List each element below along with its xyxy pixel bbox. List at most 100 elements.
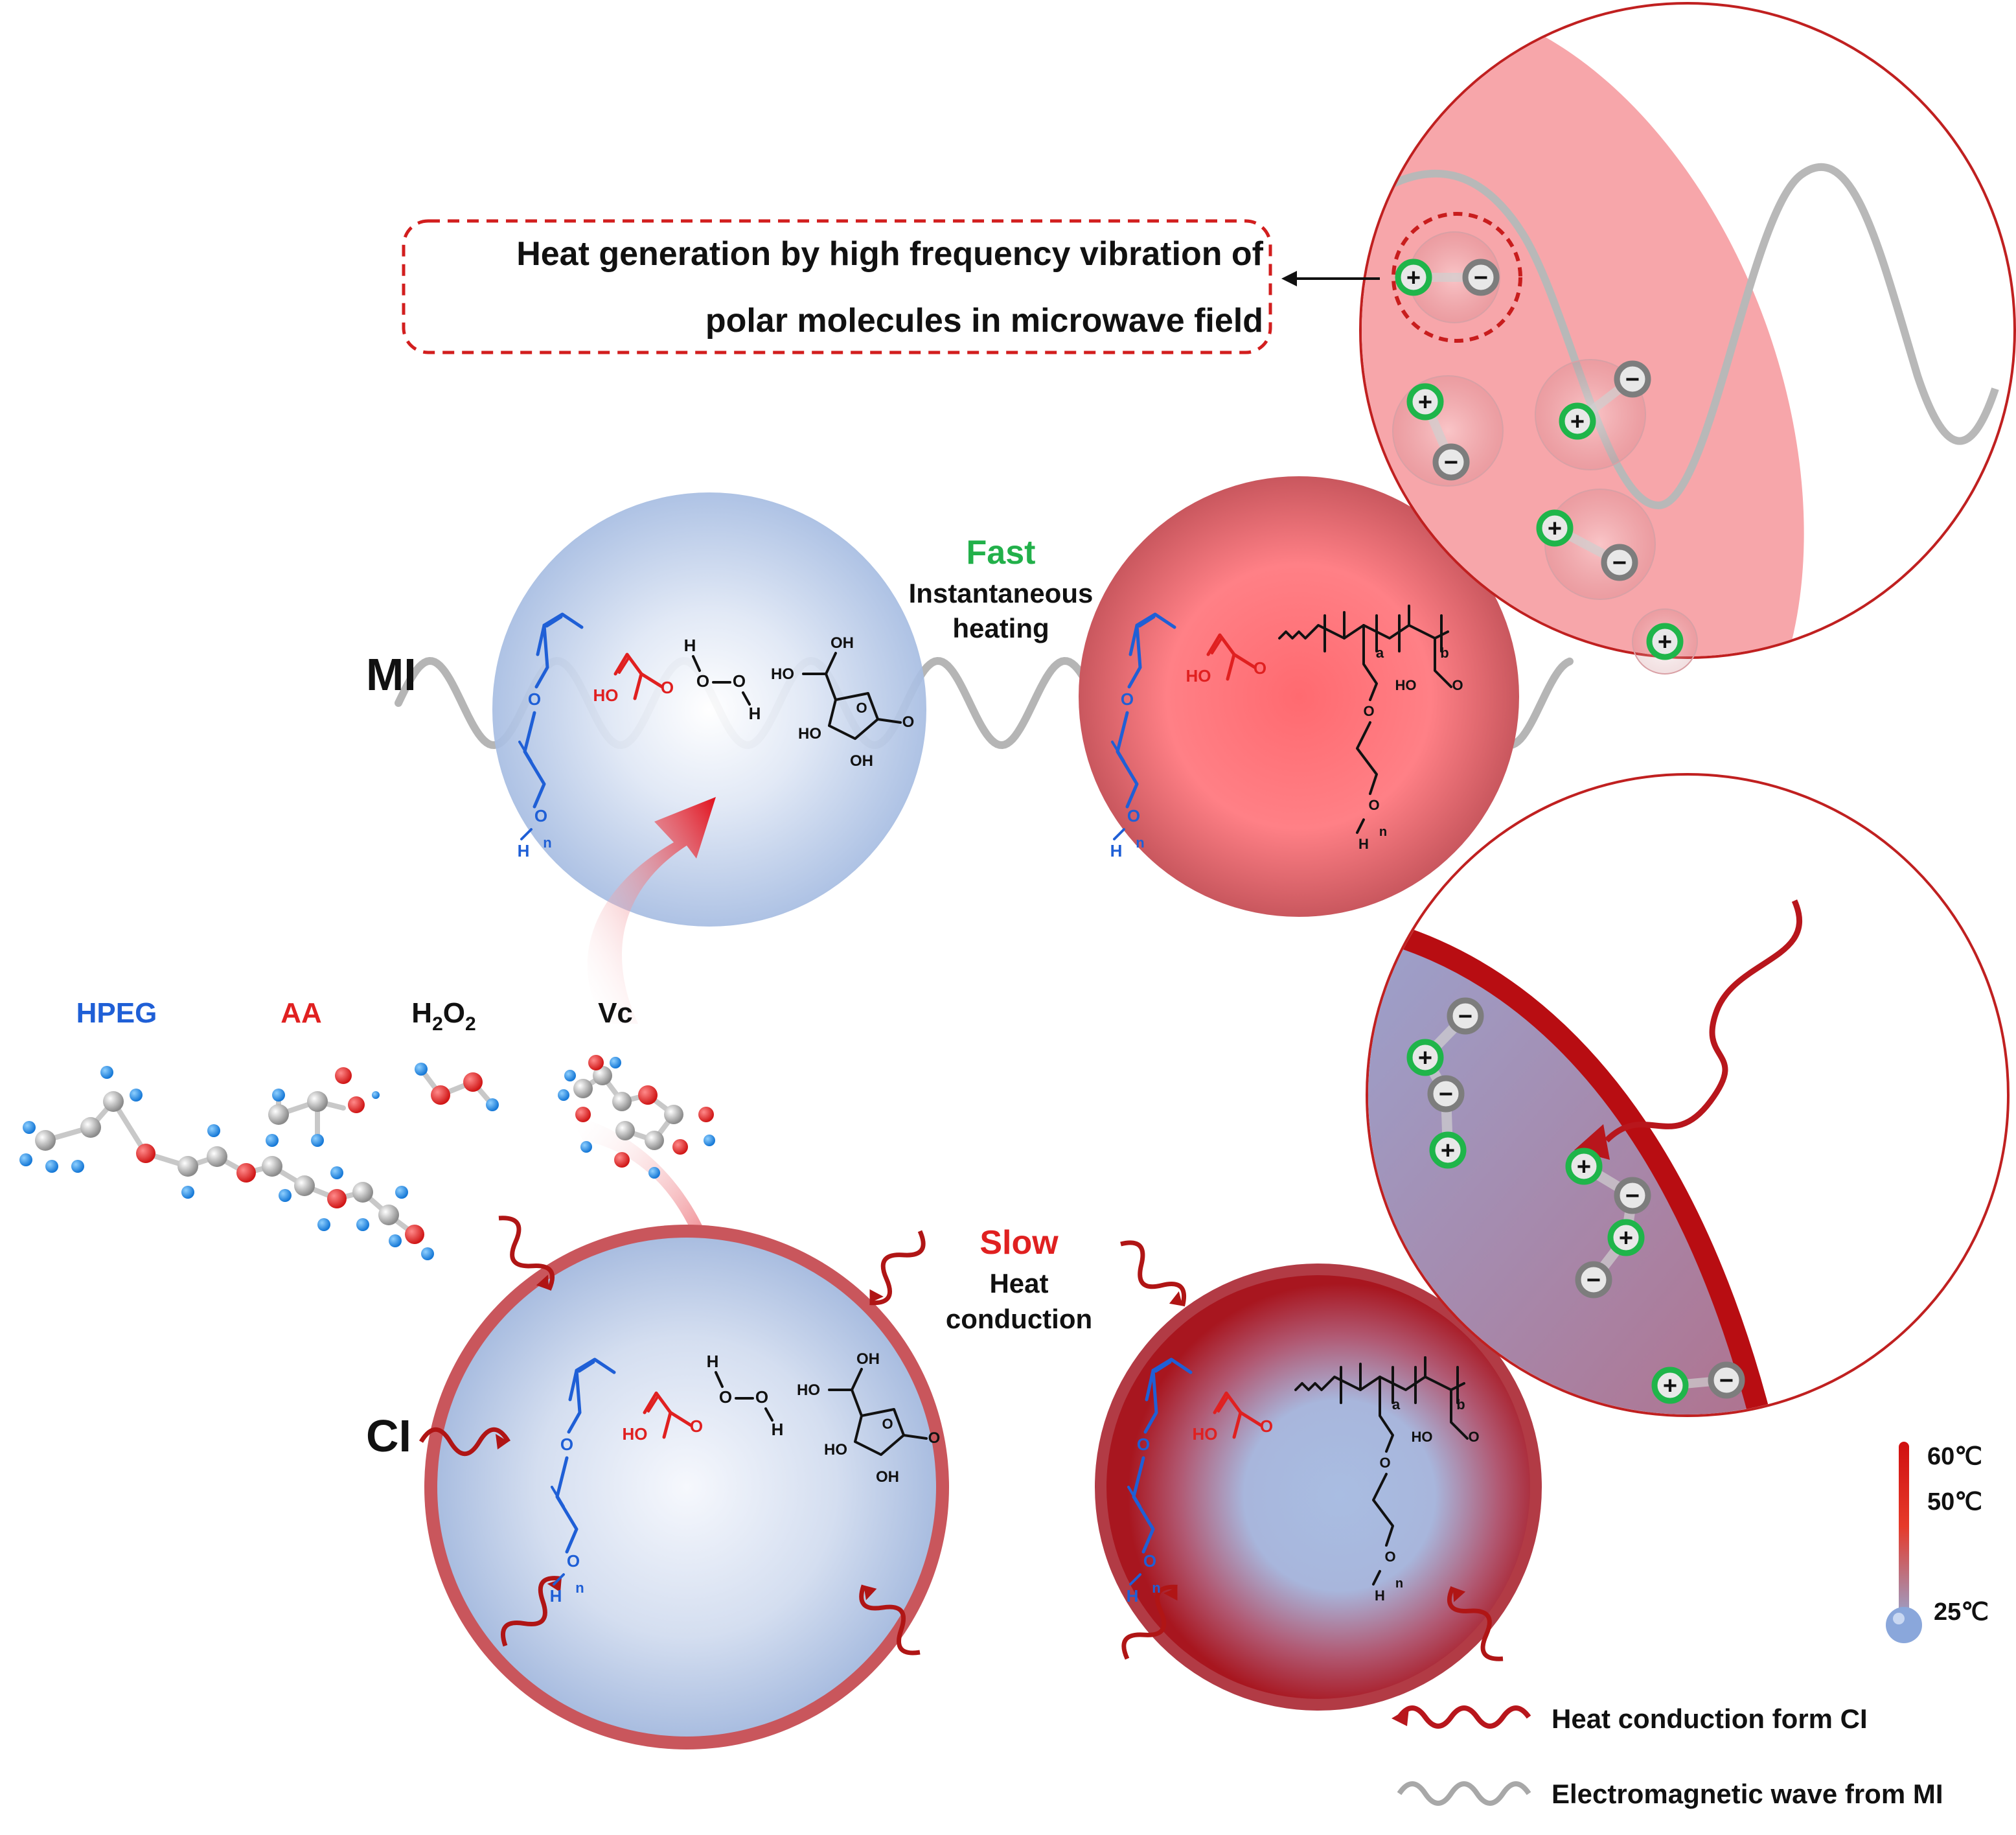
callout-text-line-2: polar molecules in microwave field bbox=[705, 302, 1263, 340]
h2o2-hydrogen-atom bbox=[415, 1063, 428, 1076]
heat-wave-body bbox=[1447, 1586, 1504, 1661]
vc-hydrogen-atom bbox=[648, 1167, 660, 1179]
mi-ion-pair-3-plus: + bbox=[1559, 402, 1596, 440]
heat-wave-head bbox=[536, 1275, 549, 1290]
instantaneous-label: Instantaneous bbox=[909, 578, 1094, 608]
hpeg-atom bbox=[207, 1146, 227, 1167]
hpeg-hydrogen-atom bbox=[330, 1166, 343, 1179]
hpeg-chain-bond bbox=[1116, 711, 1139, 809]
polymer-acid-o: O bbox=[1468, 1429, 1479, 1445]
polymer-ho: HO bbox=[1412, 1429, 1433, 1445]
polymer-h: H bbox=[1358, 836, 1369, 852]
legend-heat-conduction: Heat conduction form CI bbox=[1552, 1703, 1868, 1734]
negative-charge-icon bbox=[1427, 1075, 1465, 1113]
charge-symbol: + bbox=[1418, 389, 1432, 416]
ci-ion-3: − bbox=[1427, 1075, 1465, 1113]
hpeg-backbone-bond bbox=[1128, 612, 1176, 656]
hpeg-atom bbox=[352, 1182, 373, 1203]
aa-bond bbox=[613, 652, 664, 689]
aa-oxygen-atom bbox=[348, 1096, 365, 1113]
hpeg-o2: O bbox=[567, 1551, 580, 1571]
hpeg-n: n bbox=[575, 1580, 584, 1596]
heat-wave-head bbox=[869, 1289, 884, 1303]
positive-charge-icon bbox=[1651, 1367, 1689, 1404]
temp-60: 60℃ bbox=[1927, 1443, 1982, 1470]
polymer-backbone bbox=[1278, 624, 1449, 640]
hpeg-hydrogen-atom bbox=[266, 1134, 279, 1147]
charge-symbol: + bbox=[1548, 515, 1562, 542]
hpeg-hydrogen-atom bbox=[395, 1186, 408, 1199]
hpeg-atom bbox=[80, 1117, 101, 1138]
polymer-side-1 bbox=[1379, 1376, 1394, 1453]
hpeg-hydrogen-atom bbox=[421, 1247, 434, 1260]
ion-chain-link bbox=[1581, 1162, 1638, 1283]
hpeg-side-bond bbox=[1127, 623, 1142, 689]
vc-oxygen-atom bbox=[698, 1107, 714, 1122]
heat-arrow-ci-7 bbox=[1121, 1584, 1178, 1660]
vc-ring bbox=[854, 1408, 905, 1456]
vc-ho-bottom: HO bbox=[798, 725, 821, 743]
charge-symbol: − bbox=[1458, 1003, 1472, 1030]
hpeg-o1: O bbox=[1137, 1435, 1150, 1454]
vc-carbonyl bbox=[902, 1434, 928, 1440]
charge-symbol: + bbox=[1663, 1372, 1677, 1400]
aa-bond bbox=[643, 1391, 693, 1427]
positive-charge-icon bbox=[1429, 1131, 1467, 1169]
aa-ho: HO bbox=[623, 1424, 648, 1444]
heat-wave-body bbox=[501, 1576, 562, 1647]
charge-symbol: + bbox=[1577, 1153, 1591, 1181]
charge-symbol: − bbox=[1439, 1081, 1453, 1108]
hpeg-bracket-lower bbox=[553, 1573, 565, 1586]
vc-ring bbox=[828, 692, 879, 740]
polymer-ho: HO bbox=[1395, 677, 1417, 693]
reagent-hpeg: HPEG bbox=[76, 997, 157, 1029]
vc-oh-bottom: OH bbox=[850, 752, 873, 770]
vc-hydrogen-atom bbox=[558, 1089, 569, 1101]
polymer-a: a bbox=[1392, 1396, 1401, 1413]
charge-symbol: − bbox=[1625, 1183, 1640, 1210]
thermometer-scale bbox=[1886, 1442, 1922, 1643]
h2o2-hydrogen-atom bbox=[486, 1098, 499, 1111]
heat-arrow-ci-4 bbox=[501, 1576, 562, 1647]
hpeg-atom bbox=[35, 1130, 56, 1151]
aa-o: O bbox=[1254, 658, 1266, 678]
polymer-side-3 bbox=[1356, 818, 1365, 834]
vc-hydrogen-atom bbox=[704, 1135, 715, 1146]
hpeg-atom bbox=[378, 1205, 399, 1225]
aa-double-bond bbox=[1217, 1396, 1229, 1413]
mi-label: MI bbox=[366, 649, 417, 700]
hpeg-hydrogen-atom bbox=[279, 1189, 292, 1202]
callout-arrow bbox=[1281, 271, 1380, 286]
h2o2-h1: H bbox=[707, 1352, 719, 1371]
hpeg-o2: O bbox=[1127, 806, 1140, 825]
hpeg-o1: O bbox=[1121, 689, 1134, 709]
reagent-vc: Vc bbox=[598, 997, 633, 1029]
heat-wave-body bbox=[1121, 1584, 1178, 1660]
hpeg-bracket-lower bbox=[1113, 828, 1125, 840]
polymer-n: n bbox=[1395, 1576, 1403, 1591]
hpeg-hydrogen-atom bbox=[207, 1124, 220, 1137]
ci-ion-1: − bbox=[1447, 997, 1484, 1035]
polymer-side-2 bbox=[1372, 1473, 1394, 1547]
mi-ion-pair-1-minus: − bbox=[1462, 259, 1500, 296]
polymer-b: b bbox=[1456, 1396, 1465, 1413]
positive-charge-icon bbox=[1536, 509, 1574, 547]
legend-heat-arrowhead bbox=[1392, 1708, 1409, 1726]
h2o2-oxygen-atom bbox=[463, 1072, 483, 1092]
aa-hydrogen-atom bbox=[311, 1134, 324, 1147]
hpeg-hydrogen-atom bbox=[19, 1153, 32, 1166]
polymer-acid bbox=[1450, 1389, 1469, 1440]
vc-hydrogen-atom bbox=[580, 1141, 592, 1153]
hpeg-double-bond bbox=[1154, 1360, 1172, 1373]
negative-charge-icon bbox=[1462, 259, 1500, 296]
vc-ho-left: HO bbox=[797, 1381, 820, 1399]
charge-symbol: + bbox=[1570, 408, 1585, 435]
aa-bond-2 bbox=[662, 1411, 672, 1439]
h2o2-bond3 bbox=[764, 1407, 773, 1422]
aa-o: O bbox=[690, 1416, 703, 1436]
polymer-o2: O bbox=[1384, 1549, 1395, 1565]
